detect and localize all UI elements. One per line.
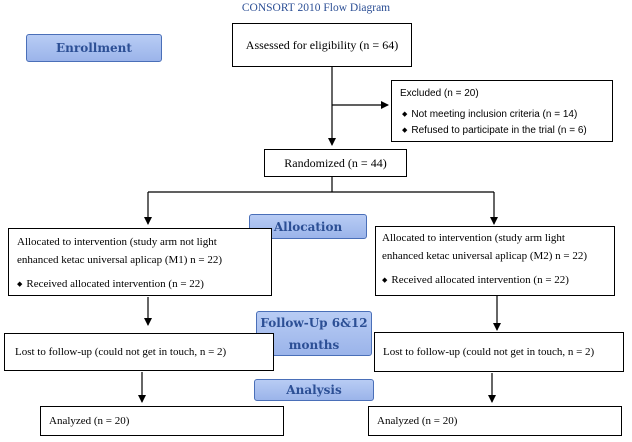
left-analyzed-box: Analyzed (n = 20) (40, 406, 284, 436)
left-allocation-box: Allocated to intervention (study arm not… (8, 228, 272, 296)
right-lost-box: Lost to follow-up (could not get in touc… (374, 332, 624, 372)
excluded-box: Excluded (n = 20) Not meeting inclusion … (391, 80, 613, 142)
assessed-text: Assessed for eligibility (n = 64) (245, 38, 399, 52)
right-allocation-box: Allocated to intervention (study arm lig… (375, 226, 615, 296)
right-allocation-line1: Allocated to intervention (study arm lig… (382, 232, 565, 244)
left-allocation-line2: enhanced ketac universal aplicap (M1) n … (17, 254, 223, 266)
stage-followup-line2: months (288, 337, 340, 352)
right-analyzed-box: Analyzed (n = 20) (368, 406, 622, 436)
left-lost-text: Lost to follow-up (could not get in touc… (15, 346, 227, 358)
randomized-box: Randomized (n = 44) (264, 149, 407, 177)
excluded-heading: Excluded (n = 20) (400, 88, 479, 99)
excluded-item: Not meeting inclusion criteria (n = 14) (400, 107, 604, 123)
randomized-text: Randomized (n = 44) (284, 155, 387, 170)
right-allocation-line2: enhanced ketac universal aplicap (M2) n … (382, 250, 588, 262)
stage-analysis: Analysis (254, 379, 374, 401)
stage-allocation: Allocation (249, 214, 367, 239)
right-received: Received allocated intervention (n = 22) (382, 271, 608, 290)
stage-enrollment: Enrollment (26, 34, 162, 62)
left-received: Received allocated intervention (n = 22) (17, 275, 263, 294)
assessed-box: Assessed for eligibility (n = 64) (232, 23, 412, 67)
excluded-item: Refused to participate in the trial (n =… (400, 123, 604, 139)
left-analyzed-text: Analyzed (n = 20) (49, 415, 130, 427)
stage-followup-line1: Follow-Up 6&12 (260, 315, 368, 330)
left-allocation-line1: Allocated to intervention (study arm not… (17, 236, 217, 248)
right-analyzed-text: Analyzed (n = 20) (377, 415, 458, 427)
left-lost-box: Lost to follow-up (could not get in touc… (4, 333, 274, 371)
diagram-title: CONSORT 2010 Flow Diagram (241, 2, 391, 14)
right-lost-text: Lost to follow-up (could not get in touc… (383, 346, 595, 358)
stage-followup: Follow-Up 6&12 months (256, 311, 372, 356)
